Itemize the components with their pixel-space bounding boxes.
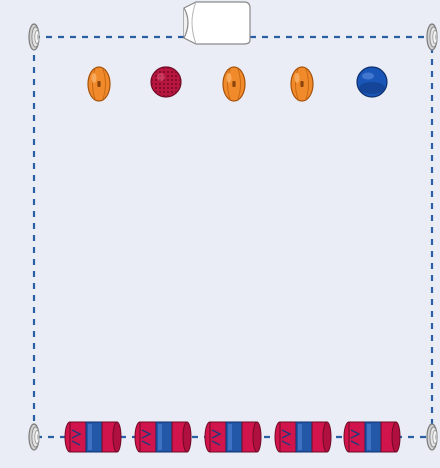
tackle-bag-icon[interactable] xyxy=(204,421,262,453)
cone-marker-icon[interactable] xyxy=(426,423,438,451)
tackle-bag-icon[interactable] xyxy=(343,421,401,453)
tackle-bag-icon[interactable] xyxy=(64,421,122,453)
tackle-bag-icon[interactable] xyxy=(134,421,192,453)
cone-marker-icon[interactable] xyxy=(426,23,438,51)
cone-marker-icon[interactable] xyxy=(28,23,40,51)
rugby-ball-icon[interactable] xyxy=(290,66,314,102)
spiky-ball-icon[interactable] xyxy=(150,66,182,98)
pinnie-bib-icon[interactable] xyxy=(183,1,251,45)
tackle-bag-icon[interactable] xyxy=(274,421,332,453)
disc-ball-icon[interactable] xyxy=(356,66,388,98)
rugby-ball-icon[interactable] xyxy=(222,66,246,102)
rugby-ball-icon[interactable] xyxy=(87,66,111,102)
cone-marker-icon[interactable] xyxy=(28,423,40,451)
